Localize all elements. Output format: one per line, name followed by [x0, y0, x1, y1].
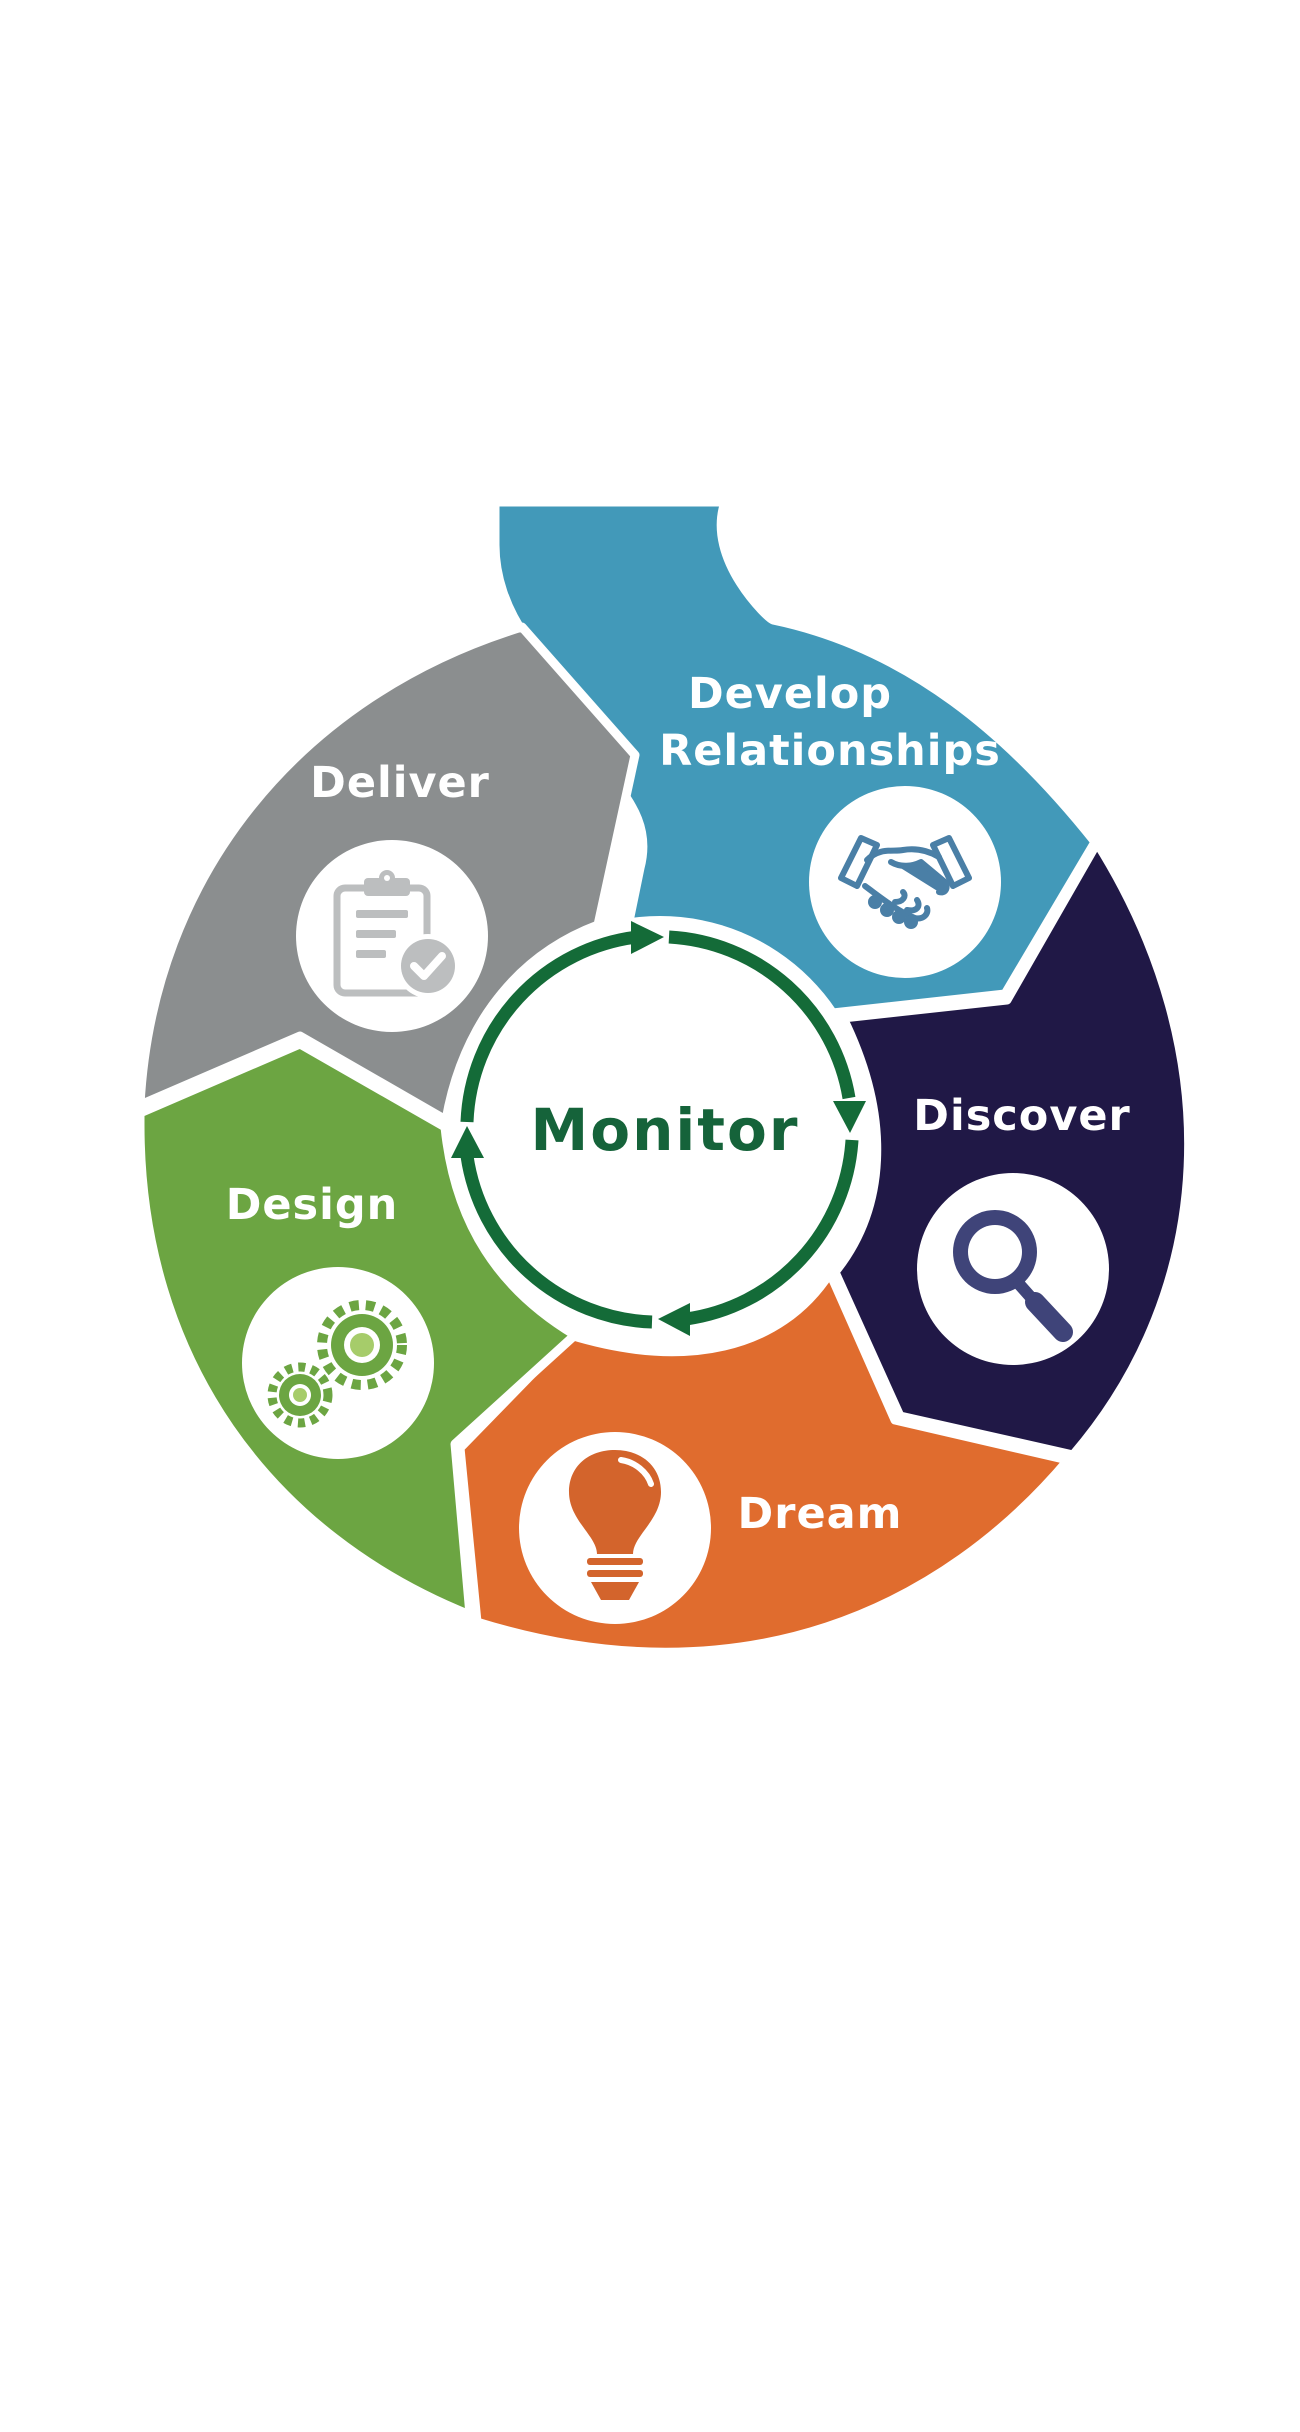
dream-label: Dream — [738, 1489, 903, 1539]
segment-design: Design — [135, 1039, 580, 1620]
center-circle — [448, 916, 872, 1340]
arrowhead-left — [658, 1303, 690, 1336]
discover-label: Discover — [913, 1091, 1130, 1141]
deliver-label: Deliver — [310, 758, 490, 808]
segment-dream: Dream — [455, 1268, 1073, 1657]
magnifier-icon — [953, 1210, 1073, 1342]
monitor-label: Monitor — [531, 1096, 800, 1164]
cycle-arrows — [460, 930, 859, 1329]
cycle-arrow-right — [668, 930, 856, 1100]
clipboard-check-icon — [333, 870, 460, 998]
develop-label-line2: Relationships — [659, 726, 1001, 776]
center-hub: Monitor — [448, 916, 872, 1340]
develop-label-line1: Develop — [688, 669, 892, 719]
cycle-arrow-left — [460, 1155, 653, 1329]
arrowhead-right — [631, 921, 664, 954]
cycle-arrow-bottom — [685, 1139, 859, 1326]
lightbulb-icon — [569, 1450, 661, 1600]
cycle-arrow-top — [460, 930, 638, 1123]
cycle-arrowheads — [451, 921, 866, 1336]
arrowhead-down — [833, 1101, 866, 1133]
segment-develop-relationships: Develop Relationships — [490, 497, 1100, 1043]
handshake-icon — [838, 835, 972, 929]
arrowhead-up — [451, 1126, 484, 1158]
develop-icon-circle — [809, 786, 1001, 978]
gears-icon — [267, 1300, 407, 1428]
segment-discover: Discover — [830, 838, 1194, 1460]
design-label: Design — [226, 1180, 399, 1230]
